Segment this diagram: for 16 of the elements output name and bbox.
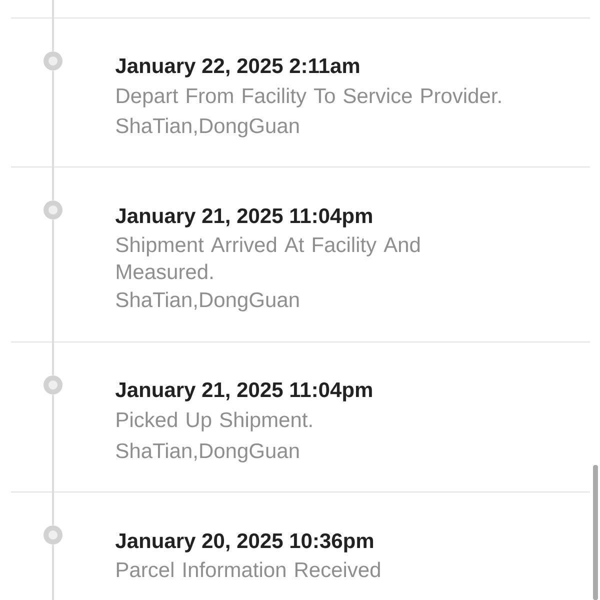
- status-text: Shipment Arrived At Facility And Measured.: [116, 236, 420, 280]
- location-text: ShaTian,DongGuan: [116, 118, 299, 138]
- timeline-line: [52, 544, 54, 600]
- location-text: ShaTian,DongGuan: [116, 292, 299, 312]
- timeline-line: [52, 0, 54, 52]
- timeline-line: [52, 220, 54, 376]
- date-text: January 22, 2025 2:11am: [116, 58, 360, 78]
- date-text: January 21, 2025 11:04pm: [116, 208, 372, 228]
- date-text: January 20, 2025 10:36pm: [116, 533, 374, 552]
- location-text: ShaTian,DongGuan: [116, 442, 299, 462]
- status-text: Picked Up Shipment.: [116, 412, 312, 432]
- status-text: Depart From Facility To Service Provider.: [116, 88, 501, 108]
- timeline-line: [52, 394, 54, 526]
- date-text: January 21, 2025 11:04pm: [116, 382, 372, 402]
- timeline-line: [52, 70, 54, 200]
- status-text: Parcel Information Received: [116, 562, 380, 578]
